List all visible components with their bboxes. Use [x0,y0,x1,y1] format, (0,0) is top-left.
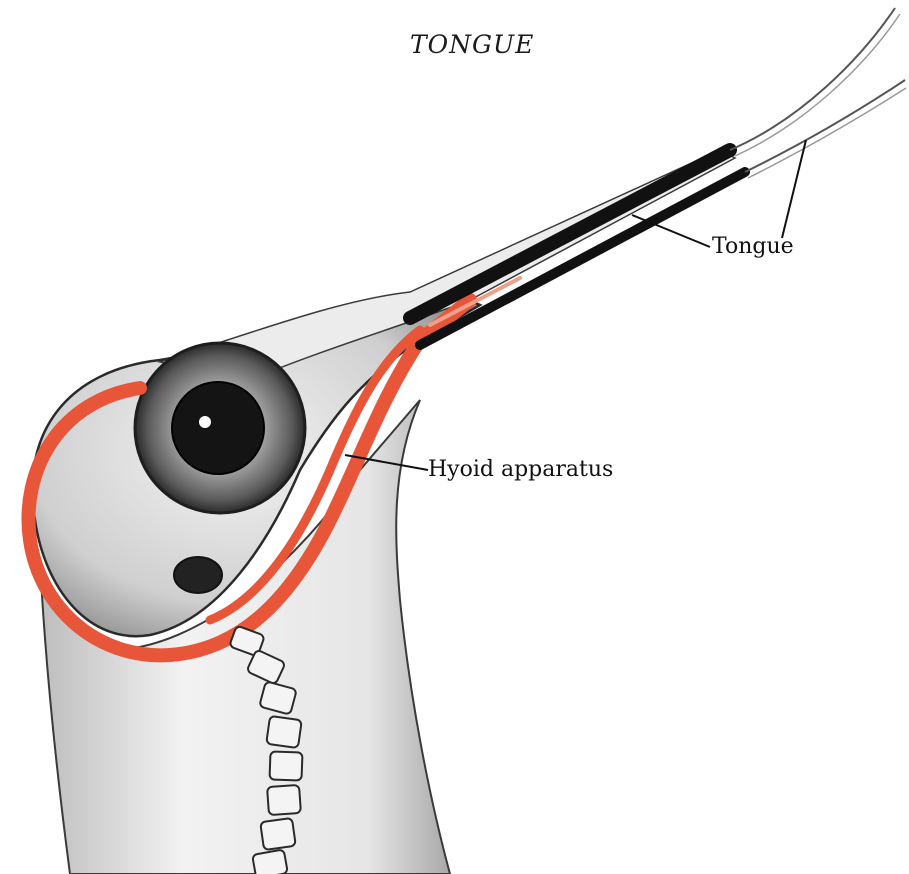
eye-highlight [199,416,211,428]
tongue-rod-1 [410,150,730,318]
tongue-label: Tongue [712,234,794,259]
beak-upper [160,150,735,380]
tongue-tip-lower [745,80,905,172]
tongue-tip-lower-inner [748,88,906,178]
hyoid-apparatus-label: Hyoid apparatus [428,457,613,482]
diagram-title: TONGUE [410,30,534,59]
tongue-tip-upper [730,8,895,150]
tongue-rod-2 [420,172,745,345]
ear-opening [174,557,222,593]
eye-iris [172,382,264,474]
